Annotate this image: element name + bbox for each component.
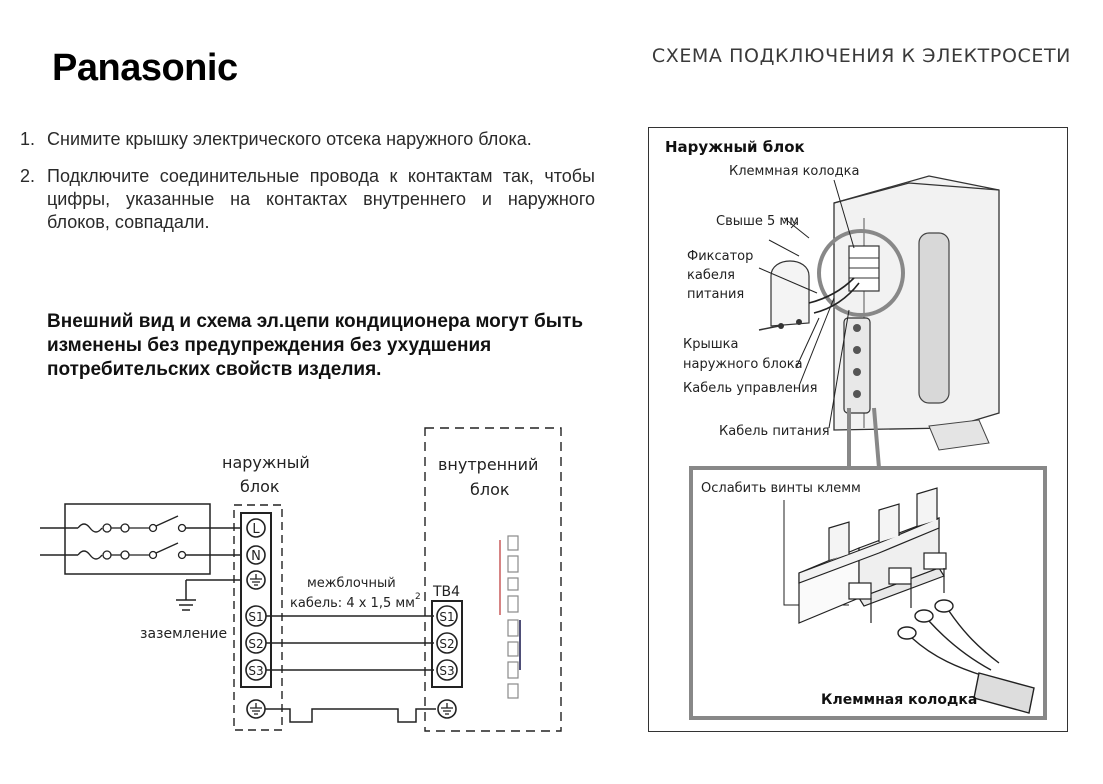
terminal-n: [246, 545, 266, 565]
panel-title: Наружный блок: [665, 138, 805, 156]
cable-clamp-callout: питания: [687, 287, 744, 302]
outdoor-terminal-strip: [240, 512, 272, 688]
indoor-unit-title: внутренний: [438, 455, 538, 474]
instruction-step: 2. Подключите соединительные провода к к…: [20, 165, 595, 234]
svg-text:S2: S2: [248, 637, 263, 651]
instruction-list: 1. Снимите крышку электрического отсека …: [20, 128, 595, 248]
indoor-terminal-strip: [431, 600, 463, 688]
breaker-box: [64, 503, 211, 575]
svg-text:S3: S3: [248, 664, 263, 678]
warning-note: Внешний вид и схема эл.цепи кондиционера…: [47, 311, 583, 380]
outdoor-unit-panel: Наружный блок Клеммная колодка Свыше 5 м…: [648, 127, 1068, 732]
control-cable-callout: Кабель управления: [683, 381, 817, 396]
cover-shape: [770, 260, 810, 327]
terminal-block-label: TB4: [432, 584, 460, 600]
svg-text:S3: S3: [439, 664, 454, 678]
outdoor-unit-title: наружный: [222, 453, 310, 472]
indoor-unit-box: [424, 427, 562, 732]
indoor-brand-mark: [499, 535, 521, 699]
svg-text:L: L: [252, 522, 260, 537]
terminal-block-bottom-label: Клеммная колодка: [821, 692, 977, 708]
terminal-block-drawing: [798, 487, 947, 624]
above-5mm-callout: Свыше 5 мм: [716, 214, 799, 229]
terminal-l: [246, 518, 266, 538]
indoor-unit-title: блок: [470, 480, 510, 499]
outdoor-ground-icon: [246, 699, 266, 719]
svg-text:S1: S1: [248, 610, 263, 624]
cable-clamp-callout: кабеля: [687, 268, 735, 283]
instruction-step: 1. Снимите крышку электрического отсека …: [20, 128, 595, 151]
outdoor-unit-box: [233, 504, 283, 731]
indoor-ground-icon: [437, 699, 457, 719]
cover-callout: Крышка: [683, 337, 738, 352]
cable-superscript: 2: [415, 592, 421, 602]
cable-label: межблочный: [307, 576, 396, 591]
wiring-diagram: заземление наружный блок L N S1 S2 S3 ме…: [40, 427, 562, 732]
zoom-circle: [817, 229, 905, 317]
indoor-terminal-s3: [436, 659, 458, 681]
cable-label: кабель: 4 х 1,5 мм: [290, 596, 415, 611]
svg-text:S1: S1: [439, 610, 454, 624]
cable-ring-terminals: [897, 599, 1035, 714]
loosen-screws-callout: Ослабить винты клемм: [701, 481, 861, 496]
indoor-terminal-s1: [436, 605, 458, 627]
step-number: 1.: [20, 129, 36, 149]
page-title: СХЕМА ПОДКЛЮЧЕНИЯ К ЭЛЕКТРОСЕТИ: [651, 45, 1071, 67]
ground-label: заземление: [140, 626, 227, 642]
terminal-ground-icon: [246, 570, 266, 590]
svg-text:N: N: [251, 549, 261, 564]
svg-text:S2: S2: [439, 637, 454, 651]
step-text: Снимите крышку электрического отсека нар…: [47, 129, 532, 149]
outdoor-unit-body: [833, 175, 1000, 431]
power-cable-callout: Кабель питания: [719, 424, 830, 439]
step-number: 2.: [20, 166, 36, 186]
indoor-terminal-s2: [436, 632, 458, 654]
cable-clamp-callout: Фиксатор: [687, 249, 753, 264]
brand-logo: Panasonic: [52, 47, 238, 89]
cover-callout: наружного блока: [683, 357, 803, 372]
outdoor-unit-title: блок: [240, 477, 280, 496]
step-text: Подключите соединительные провода к конт…: [47, 166, 595, 232]
terminal-block-callout: Клеммная колодка: [729, 164, 859, 179]
